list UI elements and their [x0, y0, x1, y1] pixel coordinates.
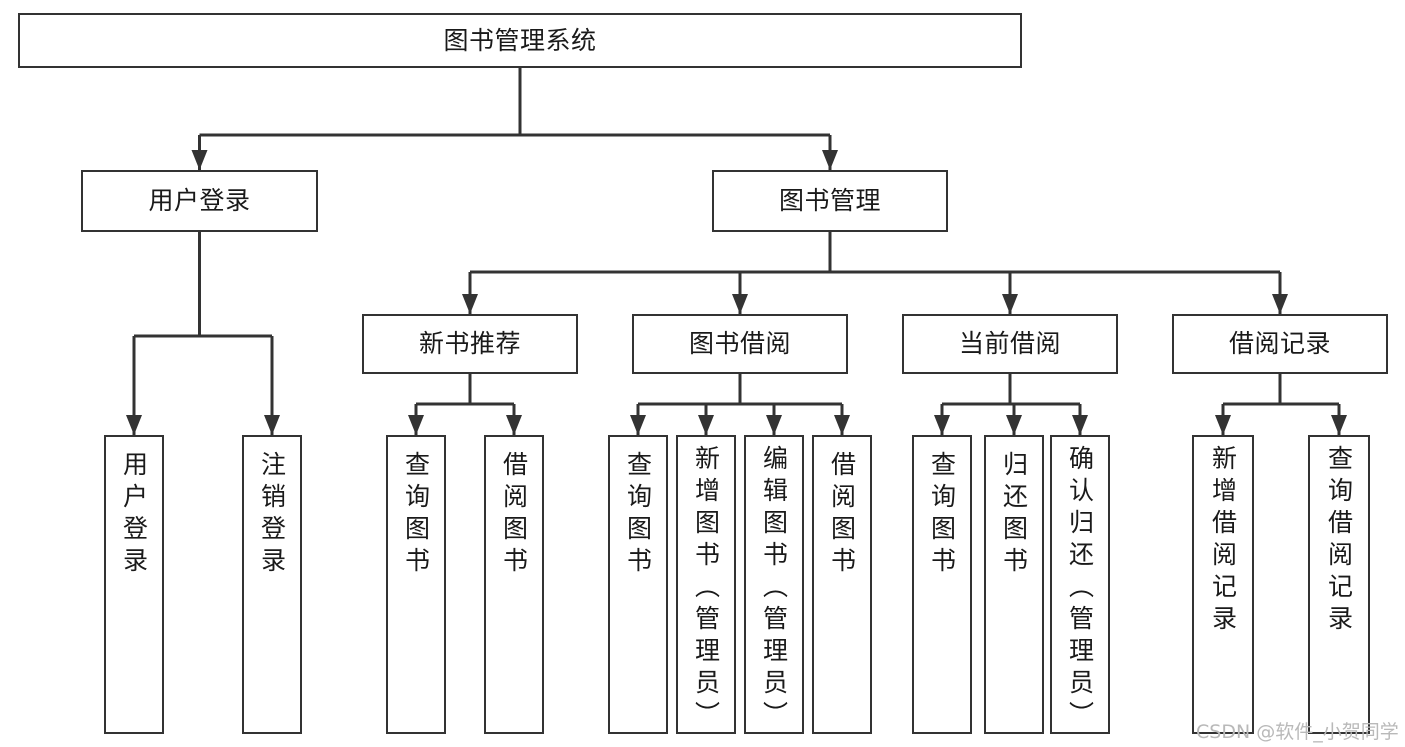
node-leaf-nb-borrow[interactable]: 借阅图书	[484, 435, 544, 734]
arrowhead-icon	[1272, 294, 1288, 314]
node-label: 确认归还（管理员）	[1065, 445, 1095, 733]
node-leaf-bw-add[interactable]: 新增图书（管理员）	[676, 435, 736, 734]
node-label: 借阅图书	[499, 451, 529, 579]
node-newbook[interactable]: 新书推荐	[362, 314, 578, 374]
node-label: 注销登录	[257, 451, 287, 579]
node-label: 归还图书	[999, 451, 1029, 579]
arrowhead-icon	[1215, 415, 1231, 435]
arrowhead-icon	[834, 415, 850, 435]
node-label: 借阅记录	[1228, 329, 1331, 358]
node-label: 编辑图书（管理员）	[759, 445, 789, 733]
node-label: 当前借阅	[958, 329, 1061, 358]
node-login[interactable]: 用户登录	[81, 170, 318, 232]
arrowhead-icon	[408, 415, 424, 435]
node-leaf-cu-confirm[interactable]: 确认归还（管理员）	[1050, 435, 1110, 734]
arrowhead-icon	[1072, 415, 1088, 435]
node-leaf-bw-borrow[interactable]: 借阅图书	[812, 435, 872, 734]
node-leaf-bw-edit[interactable]: 编辑图书（管理员）	[744, 435, 804, 734]
node-label: 查询借阅记录	[1324, 445, 1354, 637]
arrowhead-icon	[732, 294, 748, 314]
arrowhead-icon	[1006, 415, 1022, 435]
node-label: 查询图书	[401, 451, 431, 579]
node-label: 新书推荐	[418, 329, 521, 358]
node-records[interactable]: 借阅记录	[1172, 314, 1388, 374]
node-label: 借阅图书	[827, 451, 857, 579]
node-current[interactable]: 当前借阅	[902, 314, 1118, 374]
arrowhead-icon	[506, 415, 522, 435]
node-leaf-cu-query[interactable]: 查询图书	[912, 435, 972, 734]
node-bookmgmt[interactable]: 图书管理	[712, 170, 948, 232]
arrowhead-icon	[630, 415, 646, 435]
arrowhead-icon	[822, 150, 838, 170]
arrowhead-icon	[766, 415, 782, 435]
node-label: 用户登录	[119, 451, 149, 579]
watermark: CSDN @软件_小贺同学	[1196, 721, 1399, 743]
arrowhead-icon	[934, 415, 950, 435]
node-leaf-rc-query[interactable]: 查询借阅记录	[1308, 435, 1370, 734]
arrowhead-icon	[126, 415, 142, 435]
arrowhead-icon	[1331, 415, 1347, 435]
node-leaf-cu-return[interactable]: 归还图书	[984, 435, 1044, 734]
arrowhead-icon	[462, 294, 478, 314]
node-label: 新增图书（管理员）	[691, 445, 721, 733]
node-root[interactable]: 图书管理系统	[18, 13, 1022, 68]
node-label: 图书管理系统	[443, 25, 597, 55]
node-label: 图书管理	[778, 186, 881, 215]
node-borrow[interactable]: 图书借阅	[632, 314, 848, 374]
node-label: 图书借阅	[688, 329, 791, 358]
node-label: 新增借阅记录	[1208, 445, 1238, 637]
node-leaf-bw-query[interactable]: 查询图书	[608, 435, 668, 734]
node-leaf-rc-add[interactable]: 新增借阅记录	[1192, 435, 1254, 734]
arrowhead-icon	[264, 415, 280, 435]
node-label: 查询图书	[623, 451, 653, 579]
node-label: 用户登录	[148, 186, 251, 215]
arrowhead-icon	[698, 415, 714, 435]
node-leaf-nb-query[interactable]: 查询图书	[386, 435, 446, 734]
arrowhead-icon	[1002, 294, 1018, 314]
node-leaf-user-login[interactable]: 用户登录	[104, 435, 164, 734]
node-label: 查询图书	[927, 451, 957, 579]
arrowhead-icon	[191, 150, 208, 170]
node-leaf-user-logout[interactable]: 注销登录	[242, 435, 302, 734]
